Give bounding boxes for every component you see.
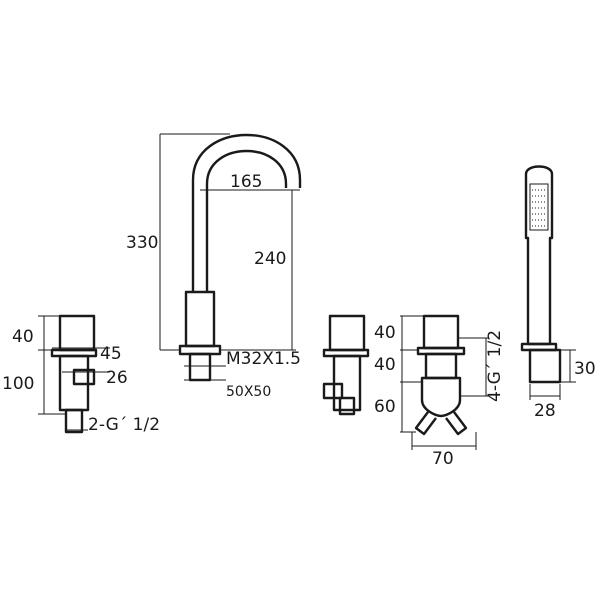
left-valve-outlet [72, 368, 96, 386]
diverter-handle [422, 314, 460, 350]
dim-label-240: 240 [254, 249, 286, 269]
right-valve-handle [328, 314, 366, 352]
dim-label-40: 40 [374, 323, 396, 343]
dim-label-330: 330 [126, 233, 158, 253]
dim-label-40: 40 [12, 327, 34, 347]
spout-arc [191, 133, 302, 292]
dim-label-40-mid: 40 [374, 355, 396, 375]
left-valve-handle [58, 314, 96, 352]
dim-label-60: 60 [374, 397, 396, 417]
diverter-port-left [414, 411, 437, 436]
right-valve: 40 [322, 314, 396, 416]
hand-shower-base [528, 348, 562, 384]
dim-label-28: 28 [534, 401, 556, 421]
dim-label-30: 30 [574, 359, 596, 379]
diverter-neck [424, 352, 458, 380]
dim-label-45: 45 [100, 344, 122, 364]
spout-thread [188, 352, 212, 382]
diverter: 40 60 70 4-G´ 1/2 [374, 314, 505, 469]
dim-label-base: 50X50 [226, 384, 271, 400]
right-valve-stem [338, 396, 356, 416]
diverter-body [420, 376, 462, 418]
dim-label-165: 165 [230, 172, 262, 192]
spout-arc-inner [205, 149, 288, 292]
hand-shower-nozzles [532, 189, 546, 227]
dim-label-100: 100 [2, 374, 34, 394]
spout-body [184, 290, 216, 348]
dim-label-thread: 2-G´ 1/2 [88, 415, 160, 435]
left-valve: 40 100 45 26 2-G´ 1/2 [2, 314, 160, 435]
dim-label-70: 70 [432, 449, 454, 469]
left-valve-stem [64, 408, 84, 434]
hand-shower-spray-face [529, 183, 549, 231]
dim-label-26: 26 [106, 368, 128, 388]
hand-shower-handle [524, 165, 554, 346]
diverter-port-right [445, 411, 468, 436]
dim-label-thread: 4-G´ 1/2 [485, 330, 505, 402]
spout: 330 165 240 M32X1.5 50X50 [126, 133, 302, 400]
right-valve-outlet [322, 382, 344, 400]
dim-label-thread: M32X1.5 [226, 349, 301, 369]
hand-shower: 30 28 [520, 165, 596, 421]
